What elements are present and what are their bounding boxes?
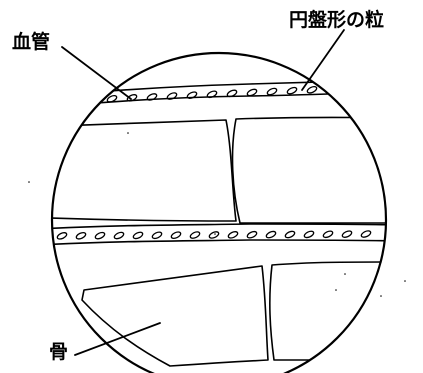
disc-particle (94, 231, 106, 240)
disc-particle (360, 230, 372, 238)
disc-particle (146, 93, 158, 101)
middle-disc-particles (56, 230, 372, 240)
disc-particles-label: 円盤形の粒 (289, 9, 385, 31)
upper-vessel-bottom-wall (52, 91, 386, 109)
upper-vessel-top-wall (52, 79, 386, 98)
upper-bone-cell-right (231, 116, 386, 224)
disc-particle (126, 94, 138, 102)
middle-vessel-bottom-wall (52, 239, 386, 246)
field-of-view-circle (50, 51, 388, 373)
disc-particle (170, 231, 182, 239)
disc-particle (151, 231, 163, 240)
disc-particle (132, 231, 144, 240)
disc-particle (189, 231, 201, 239)
disc-particle (265, 230, 277, 239)
disc-particle (106, 94, 118, 103)
disc-particle (56, 232, 68, 240)
disc-particle (166, 92, 178, 100)
blood-vessel-label: 血管 (12, 31, 51, 53)
disc-particle (227, 231, 239, 239)
vessel-leader-line (61, 46, 132, 100)
lower-bone-cell-left (81, 265, 269, 367)
upper-bone-cell-left (52, 119, 237, 222)
disc-particle (186, 91, 198, 99)
disc-particle (66, 96, 78, 105)
disc-particle (284, 230, 296, 239)
middle-vessel-top-wall (52, 223, 386, 230)
disc-particle (306, 85, 318, 94)
disc-leader-line (301, 29, 345, 91)
disc-particle (326, 85, 338, 93)
disc-particle (346, 84, 358, 92)
disc-particle (246, 230, 258, 239)
disc-particle (286, 86, 298, 95)
disc-particle (226, 89, 238, 98)
disc-particle (303, 230, 315, 239)
disc-particle (113, 231, 125, 240)
disc-particle (206, 90, 218, 99)
disc-particle (86, 95, 98, 104)
disc-particle (75, 231, 87, 240)
bone-leader-line (74, 322, 161, 356)
disc-particle (322, 230, 334, 239)
specks (28, 132, 406, 297)
disc-particle (266, 87, 278, 96)
disc-particle (366, 83, 378, 91)
bone-label: 骨 (49, 341, 69, 363)
disc-particle (208, 231, 220, 239)
disc-particle (246, 88, 258, 97)
disc-particle (341, 230, 353, 238)
